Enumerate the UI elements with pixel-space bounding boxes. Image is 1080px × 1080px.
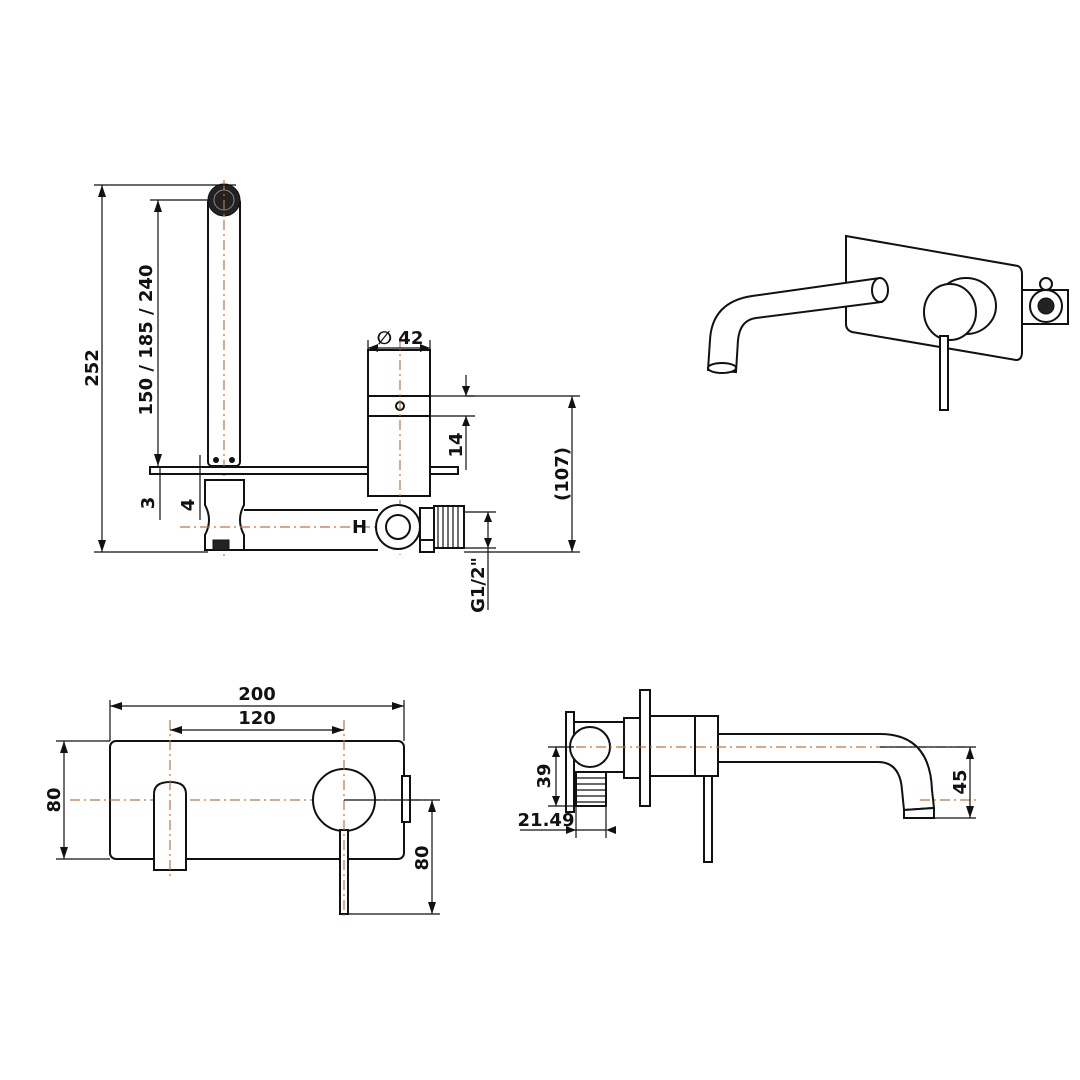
top-lever [703,775,713,863]
hot-marker: H [352,517,367,538]
dim-thread [464,511,496,610]
dim-plate-width [109,700,405,741]
dim-spout-lengths [150,199,210,466]
dim-handle-drop [344,799,440,915]
threaded-inlet [433,505,465,549]
mixer-handle-top [367,349,431,397]
dim-valve-width [520,806,616,838]
dim-overall-height [94,184,236,553]
body-offset-label: 14 [446,432,467,457]
top-spout [717,733,936,812]
dim-spout-drop [880,746,976,819]
top-plate [639,689,651,807]
front-view: 200 120 80 80 [44,684,440,920]
spout-drop-label: 45 [950,769,971,794]
thread-label: G1/2" [468,557,489,613]
plate-gap-label: 4 [178,499,199,512]
spout-to-handle-label: 120 [238,708,276,729]
dim-spout-to-handle [170,726,344,734]
body-diameter-label: ∅ 42 [377,328,424,349]
top-view: 39 21.49 45 [518,689,980,863]
body-depth-label: (107) [552,447,573,501]
mixer-ring [367,395,431,417]
dim-body-diameter [367,340,431,355]
perspective-view [706,234,1069,411]
dim-plate-thickness [159,455,201,520]
top-thread [575,771,607,807]
plate-thickness-label: 3 [138,497,159,510]
side-view: H 252 150 / 185 / 240 [82,180,580,613]
cover-plate [149,466,459,475]
dim-plate-height [56,740,110,860]
handle-drop-label: 80 [412,845,433,870]
plate-height-label: 80 [44,787,65,812]
overall-height-label: 252 [82,349,103,387]
spout-lengths-label: 150 / 185 / 240 [136,265,157,416]
mixer-body [367,415,431,497]
dim-body-depth [464,395,580,553]
valve-height-label: 39 [534,763,555,788]
perspective-lever [939,335,949,411]
plate-width-label: 200 [238,684,276,705]
valve-width-label: 21.49 [518,810,575,831]
dim-valve-height [548,746,576,807]
thread-lines [437,506,459,548]
